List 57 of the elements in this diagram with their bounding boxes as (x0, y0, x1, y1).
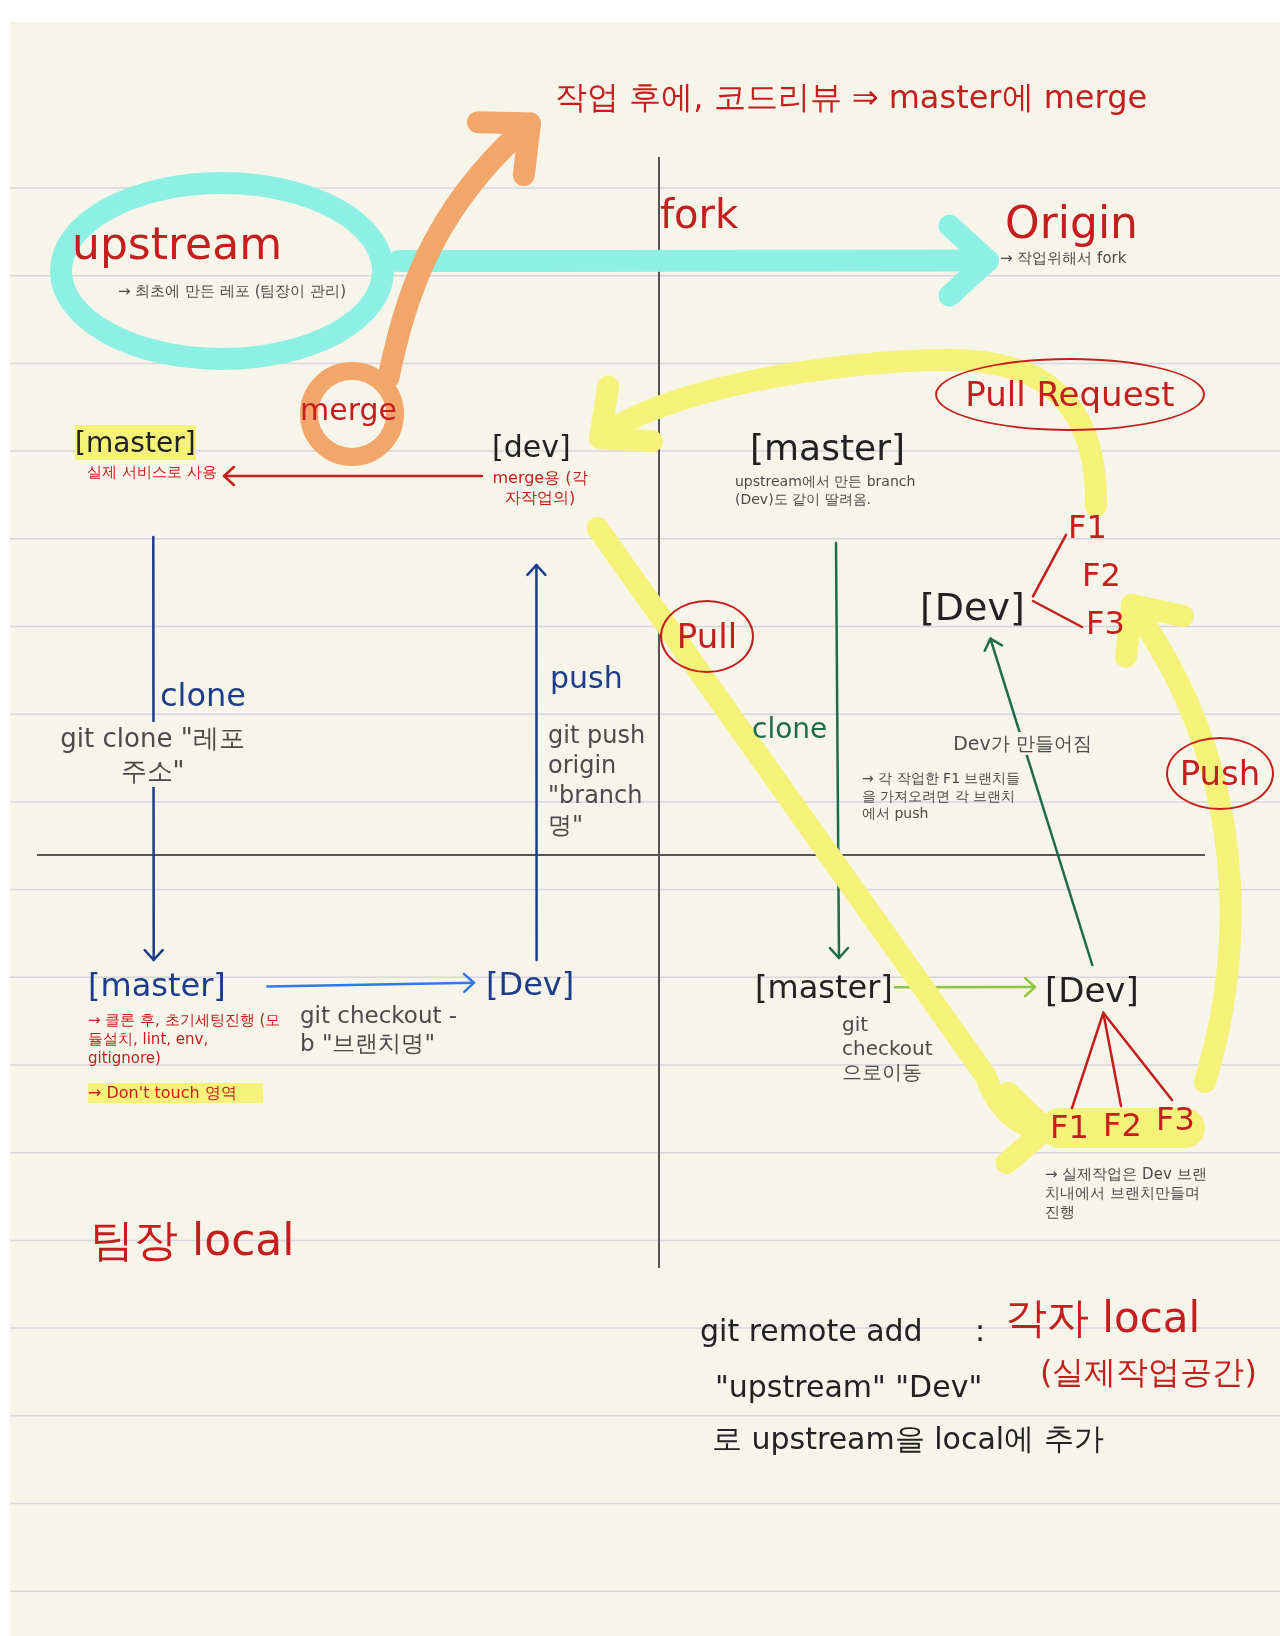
command-text: "upstream" "Dev" (715, 1368, 984, 1406)
arrow (526, 563, 547, 962)
edge-label: fork (660, 190, 740, 238)
note-text: → 작업위해서 fork (1000, 249, 1128, 268)
edge-label: clone (160, 676, 248, 715)
note-text: → Don't touch 영역 (88, 1083, 263, 1103)
note-text: → 각 작업한 F1 브랜치들을 가져오려면 각 브랜치에서 push (862, 770, 1022, 823)
note-text: upstream에서 만든 branch (Dev)도 같이 딸려옴. (735, 473, 917, 508)
note-text: → 실제작업은 Dev 브랜치내에서 브랜치만들며 진행 (1045, 1165, 1208, 1222)
branch-label: F3 (1086, 604, 1126, 643)
connector-line (1031, 533, 1068, 598)
edge-label: push (550, 660, 624, 696)
branch-label: F2 (1082, 556, 1122, 595)
repo-title: upstream (72, 217, 283, 271)
note-text: 실제 서비스로 사용 (87, 463, 218, 482)
circled-label: Pull (660, 600, 754, 673)
branch-label: [Dev] (486, 965, 578, 1004)
connector-line (1070, 1011, 1105, 1110)
circled-label: Pull Request (935, 358, 1205, 431)
branch-label: F1 (1050, 1108, 1090, 1147)
edge-label: git checkout 으로이동 (842, 1012, 934, 1084)
section-title: 팀장 local (90, 1213, 296, 1267)
edge-label: clone (752, 712, 829, 746)
heading-note: 작업 후에, 코드리뷰 ⇒ master에 merge (555, 78, 1155, 117)
note-text: → 최초에 만든 레포 (팀장이 관리) (118, 282, 348, 301)
arrow (266, 972, 476, 994)
arrow (222, 465, 484, 487)
branch-label: F3 (1156, 1100, 1196, 1139)
highlighter-arrow (388, 214, 999, 307)
command-text: git remote add (700, 1312, 924, 1350)
branch-label: [master] (750, 426, 907, 470)
command-text: git push origin "branch명" (548, 720, 647, 840)
branch-label: [Dev] (920, 585, 1025, 631)
edge-label: git checkout -b "브랜치명" (300, 1002, 459, 1058)
connector-line (1031, 599, 1084, 629)
repo-title: Origin (1005, 196, 1139, 250)
colon-text: : (975, 1312, 987, 1350)
branch-label: [Dev] (1045, 970, 1155, 1011)
note-text: merge용 (각자작업의) (491, 468, 589, 508)
branch-label: [dev] (492, 428, 572, 466)
branch-label: F1 (1068, 508, 1108, 547)
command-text: 로 upstream을 local에 추가 (712, 1420, 1105, 1458)
highlighter-arrow (1112, 594, 1242, 1093)
branch-label: [master] (755, 968, 895, 1007)
branch-label: [master] (75, 425, 196, 460)
arrow (828, 541, 850, 960)
branch-label: F2 (1103, 1106, 1143, 1145)
note-text: (실제작업공간) (1040, 1352, 1258, 1392)
circled-label: Push (1166, 737, 1274, 810)
command-text: git clone "레포주소" (60, 722, 245, 787)
branch-label: [master] (88, 965, 227, 1005)
connector-line (1102, 1011, 1174, 1102)
highlighter-arrow (589, 349, 1107, 517)
connector-line (1102, 1011, 1123, 1108)
section-title: 각자 local (1005, 1292, 1202, 1344)
arrow (983, 637, 1094, 967)
note-text: → 클론 후, 초기세팅진행 (모듈설치, lint, env, gitignore) (88, 1011, 282, 1068)
